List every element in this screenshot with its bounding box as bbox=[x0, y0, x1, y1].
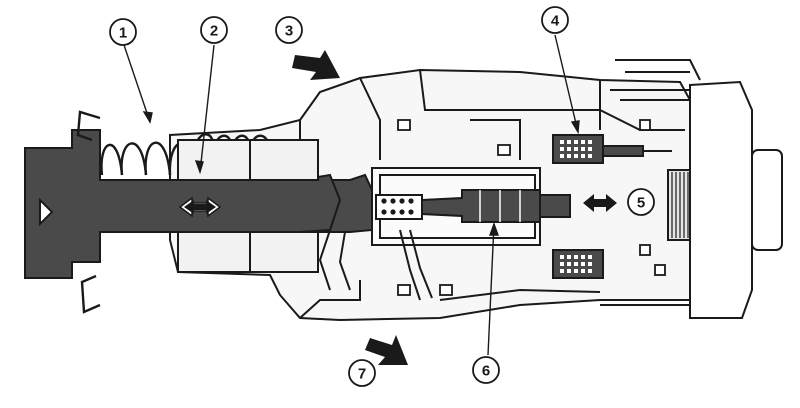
callout-5: 5 bbox=[627, 188, 655, 216]
plunger-motion-arrow bbox=[178, 196, 222, 218]
callout-7-label: 7 bbox=[358, 366, 366, 383]
solenoid-coil-upper bbox=[552, 134, 672, 164]
orifice-holes bbox=[381, 198, 414, 215]
leader-lines bbox=[123, 34, 580, 356]
end-fitting bbox=[600, 59, 783, 319]
mounting-clamp bbox=[76, 110, 101, 314]
fuel-passages bbox=[318, 229, 433, 301]
body-cylinder bbox=[177, 139, 319, 273]
solenoid-coil-lower bbox=[552, 249, 604, 279]
callout-5-label: 5 bbox=[637, 195, 645, 212]
callout-6-label: 6 bbox=[482, 363, 490, 380]
callout-1: 1 bbox=[109, 18, 137, 46]
valve-motion-arrow bbox=[583, 194, 617, 212]
callout-4: 4 bbox=[541, 6, 569, 34]
callout-2: 2 bbox=[200, 16, 228, 44]
o-rings bbox=[397, 119, 666, 296]
callout-4-label: 4 bbox=[551, 13, 560, 30]
control-valve bbox=[421, 189, 571, 223]
flow-out-arrow-icon bbox=[365, 335, 408, 365]
callout-6: 6 bbox=[472, 356, 500, 384]
callout-1-label: 1 bbox=[119, 25, 127, 42]
callout-3: 3 bbox=[275, 16, 303, 44]
flow-in-arrow-icon bbox=[292, 50, 340, 80]
callout-7: 7 bbox=[348, 359, 376, 387]
callout-3-label: 3 bbox=[285, 23, 293, 40]
callout-2-label: 2 bbox=[210, 23, 218, 40]
